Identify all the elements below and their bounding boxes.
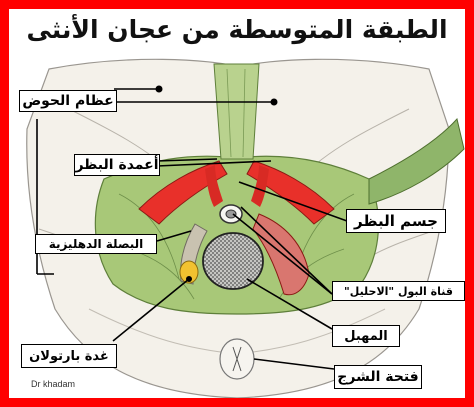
bartholin-gland: [179, 260, 199, 284]
perineum-illustration: [26, 58, 465, 398]
label-corpora-cavernosa: أعمدة البظر: [74, 154, 160, 176]
label-vestibular-bulb: البصلة الدهليزية: [35, 234, 157, 254]
label-clitoris-body: جسم البظر: [346, 209, 446, 233]
label-urethra: قناة البول "الاحليل": [332, 281, 465, 301]
author-credit: Dr khadam: [31, 379, 76, 389]
left-crus: [138, 160, 228, 225]
label-vagina: المهبل: [332, 325, 400, 347]
page-title: الطبقة المتوسطة من عجان الأنثى: [26, 15, 448, 44]
label-bartholin-gland: غدة بارتولان: [21, 344, 117, 368]
label-pelvic-bones: عظام الحوض: [19, 90, 117, 112]
label-anus: فتحة الشرج: [334, 365, 422, 389]
suspensory-ligament: [213, 63, 260, 160]
leader-lines: [36, 88, 348, 370]
vagina-opening: [202, 232, 264, 290]
right-vestibular-bulb: [252, 213, 310, 296]
